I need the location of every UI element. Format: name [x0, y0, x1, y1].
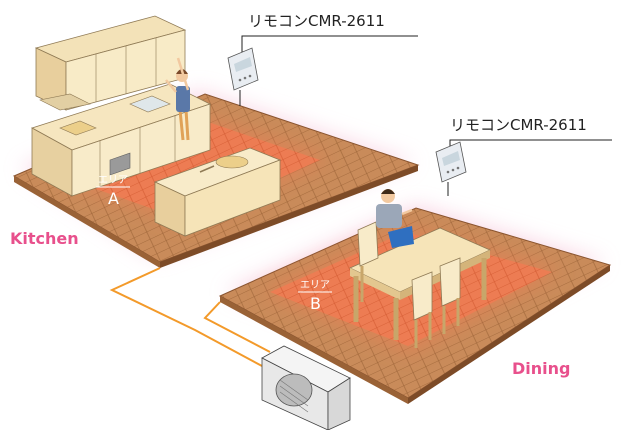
- kitchen-remote-control: [227, 47, 259, 91]
- area-a-letter: A: [108, 189, 119, 208]
- dining-chairs: [357, 221, 461, 348]
- dining-label: Dining: [512, 359, 570, 378]
- kitchen-counter: [30, 83, 212, 197]
- kitchen-person: [165, 57, 190, 141]
- area-b-letter: B: [310, 294, 321, 313]
- kitchen-remote-label: リモコンCMR-2611: [248, 12, 385, 30]
- kitchen-island: [153, 147, 282, 237]
- kitchen-wall-cabinets: [34, 15, 187, 111]
- kitchen-remote-leader-line: [239, 35, 418, 106]
- area-b-prefix: エリア: [300, 280, 330, 291]
- outdoor-heat-pump-unit: [261, 345, 351, 430]
- heating-pipes: [109, 267, 271, 367]
- area-a-prefix: エリア: [98, 175, 128, 186]
- dining-remote-control: [435, 141, 467, 183]
- dining-remote-leader-line: [447, 139, 612, 196]
- dining-person: [376, 189, 414, 248]
- dining-remote-label: リモコンCMR-2611: [450, 116, 587, 134]
- kitchen-label: Kitchen: [10, 229, 79, 248]
